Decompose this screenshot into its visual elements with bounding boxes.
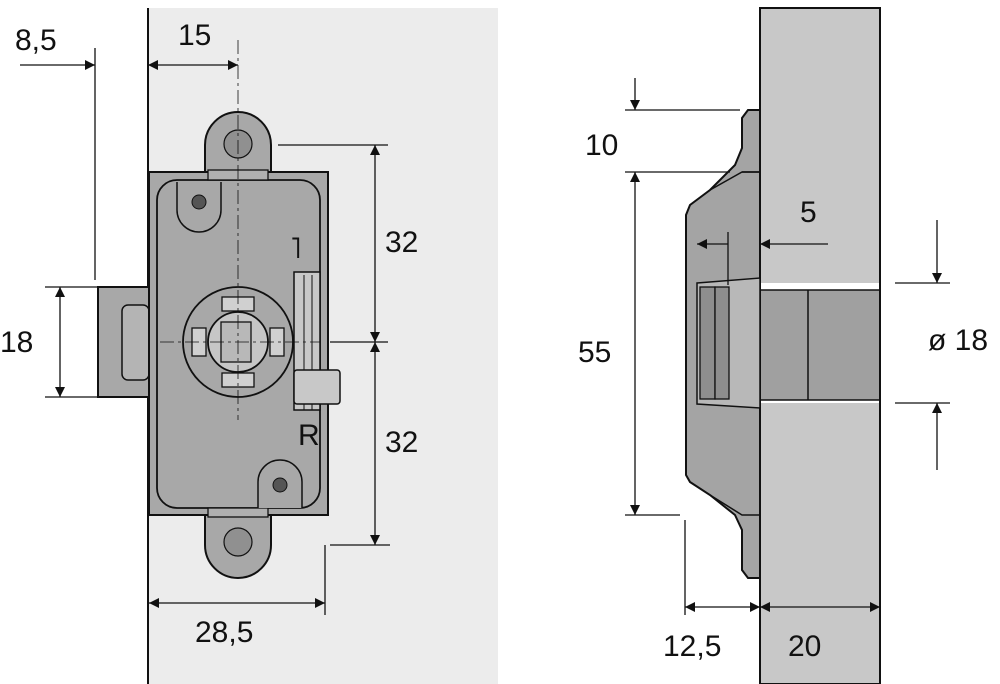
dim-hole-diameter-label: ø 18 xyxy=(928,324,988,357)
dim-body-label: 12,5 xyxy=(663,630,721,663)
label-left: ˥ xyxy=(290,232,301,265)
dim-offset-label: 8,5 xyxy=(15,24,57,57)
front-view: 8,5 15 18 32 32 28,5 ˥ R xyxy=(0,8,498,684)
dim-flange-label: 10 xyxy=(585,129,618,162)
dim-depth-label: 28,5 xyxy=(195,616,253,649)
side-view: 10 55 5 ø 18 12,5 20 xyxy=(578,7,988,684)
label-right: R xyxy=(298,419,320,452)
dim-top-spacing-label: 32 xyxy=(385,226,418,259)
dim-protrusion-label: 5 xyxy=(800,196,817,229)
dim-axis-label: 15 xyxy=(178,19,211,52)
dim-bolt-height-label: 18 xyxy=(0,326,33,359)
mounting-lobe-bottom xyxy=(204,514,272,579)
latch-stub xyxy=(293,369,341,405)
dim-height-label: 55 xyxy=(578,336,611,369)
dim-panel-label: 20 xyxy=(788,630,821,663)
dim-bottom-spacing-label: 32 xyxy=(385,426,418,459)
